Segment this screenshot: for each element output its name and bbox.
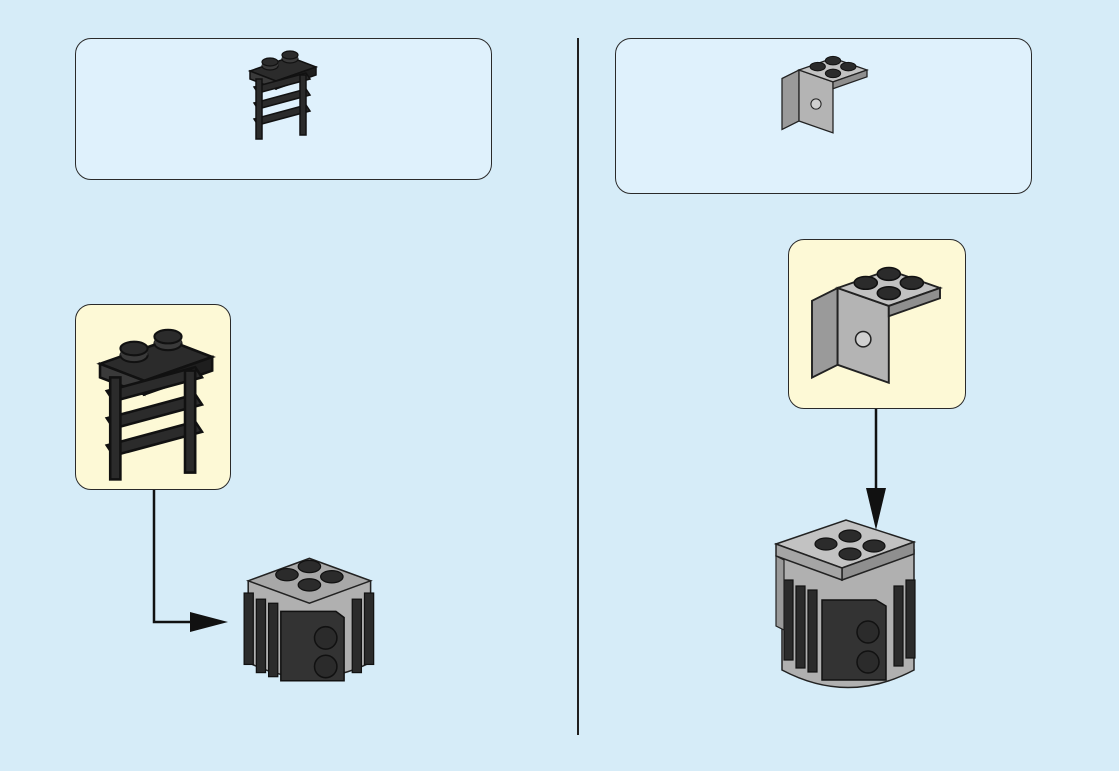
- ladder-plate-icon: [250, 51, 316, 139]
- arrow-down-icon: [866, 409, 886, 530]
- bracket-icon: [782, 56, 867, 133]
- arrow-right-icon: [154, 490, 228, 632]
- step-1-assembly: [244, 558, 374, 680]
- step-2-callout-part: [812, 268, 940, 383]
- step-2-assembly: [776, 520, 915, 688]
- step-1-callout-part: [100, 330, 212, 480]
